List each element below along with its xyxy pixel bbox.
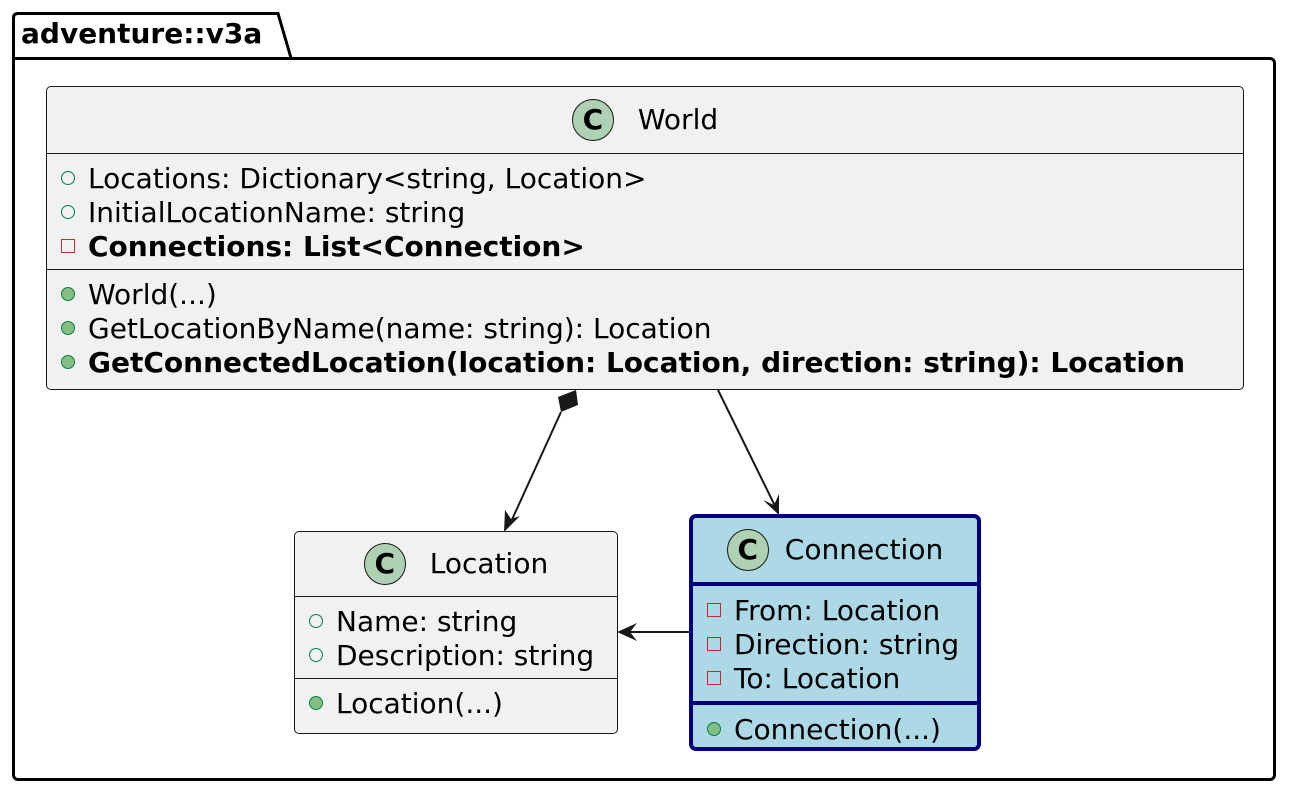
- class-header: C Connection: [693, 518, 977, 582]
- class-name: Location: [429, 547, 549, 580]
- method-text: Connection(...): [734, 712, 941, 746]
- public-visibility-icon: [309, 614, 323, 628]
- association-edge-connection-location: [617, 623, 690, 641]
- method-row: World(...): [61, 277, 1243, 311]
- public-visibility-icon: [61, 321, 75, 335]
- field-row: Connections: List<Connection>: [61, 229, 1243, 263]
- method-text: GetConnectedLocation(location: Location,…: [88, 345, 1186, 379]
- method-row: GetConnectedLocation(location: Location,…: [61, 345, 1243, 379]
- arrowhead: [617, 623, 637, 641]
- field-row: Locations: Dictionary<string, Location>: [61, 161, 1243, 195]
- field-row: To: Location: [707, 661, 977, 695]
- class-icon: C: [571, 99, 614, 141]
- method-row: GetLocationByName(name: string): Locatio…: [61, 311, 1243, 345]
- method-text: GetLocationByName(name: string): Locatio…: [88, 311, 712, 345]
- public-visibility-icon: [309, 696, 323, 710]
- field-text: Direction: string: [734, 627, 960, 661]
- arrowhead: [763, 494, 779, 515]
- divider: [693, 701, 977, 705]
- public-visibility-icon: [61, 355, 75, 369]
- private-visibility-icon: [707, 603, 721, 617]
- method-row: Location(...): [309, 686, 617, 720]
- class-icon: C: [726, 529, 769, 571]
- class-header: C World: [47, 87, 1243, 153]
- divider: [47, 269, 1243, 270]
- field-text: Connections: List<Connection>: [88, 229, 585, 263]
- field-text: Name: string: [336, 604, 518, 638]
- package-tab: [12, 12, 293, 59]
- divider: [693, 582, 977, 586]
- public-visibility-icon: [309, 648, 323, 662]
- field-row: Direction: string: [707, 627, 977, 661]
- private-visibility-icon: [707, 637, 721, 651]
- public-visibility-icon: [61, 205, 75, 219]
- field-row: Description: string: [309, 638, 617, 672]
- association-edge-world-connection: [717, 389, 779, 515]
- fields-section: Locations: Dictionary<string, Location>I…: [47, 154, 1243, 269]
- field-row: InitialLocationName: string: [61, 195, 1243, 229]
- class-name: World: [637, 103, 719, 136]
- divider: [295, 678, 617, 679]
- composition-diamond: [558, 390, 578, 412]
- class-icon: C: [363, 543, 406, 585]
- public-visibility-icon: [61, 287, 75, 301]
- method-text: Location(...): [336, 686, 503, 720]
- method-row: Connection(...): [707, 712, 977, 746]
- field-text: Locations: Dictionary<string, Location>: [88, 161, 647, 195]
- methods-section: Connection(...): [693, 705, 977, 747]
- public-visibility-icon: [61, 171, 75, 185]
- divider: [47, 153, 1243, 154]
- public-visibility-icon: [707, 722, 721, 736]
- field-text: InitialLocationName: string: [88, 195, 466, 229]
- package-body: [12, 57, 1276, 781]
- field-text: From: Location: [734, 593, 941, 627]
- class-header: C Location: [295, 532, 617, 596]
- divider: [295, 596, 617, 597]
- methods-section: World(...)GetLocationByName(name: string…: [47, 270, 1243, 385]
- composition-edge-world-location: [504, 390, 578, 532]
- field-text: To: Location: [734, 661, 901, 695]
- arrowhead: [504, 510, 520, 532]
- methods-section: Location(...): [295, 679, 617, 726]
- private-visibility-icon: [61, 239, 75, 253]
- package-name: adventure::v3a: [21, 17, 263, 50]
- method-text: World(...): [88, 277, 217, 311]
- field-row: From: Location: [707, 593, 977, 627]
- field-text: Description: string: [336, 638, 595, 672]
- class-name: Connection: [784, 533, 944, 566]
- private-visibility-icon: [707, 671, 721, 685]
- class-world[interactable]: C World Locations: Dictionary<string, Lo…: [46, 86, 1244, 390]
- field-row: Name: string: [309, 604, 617, 638]
